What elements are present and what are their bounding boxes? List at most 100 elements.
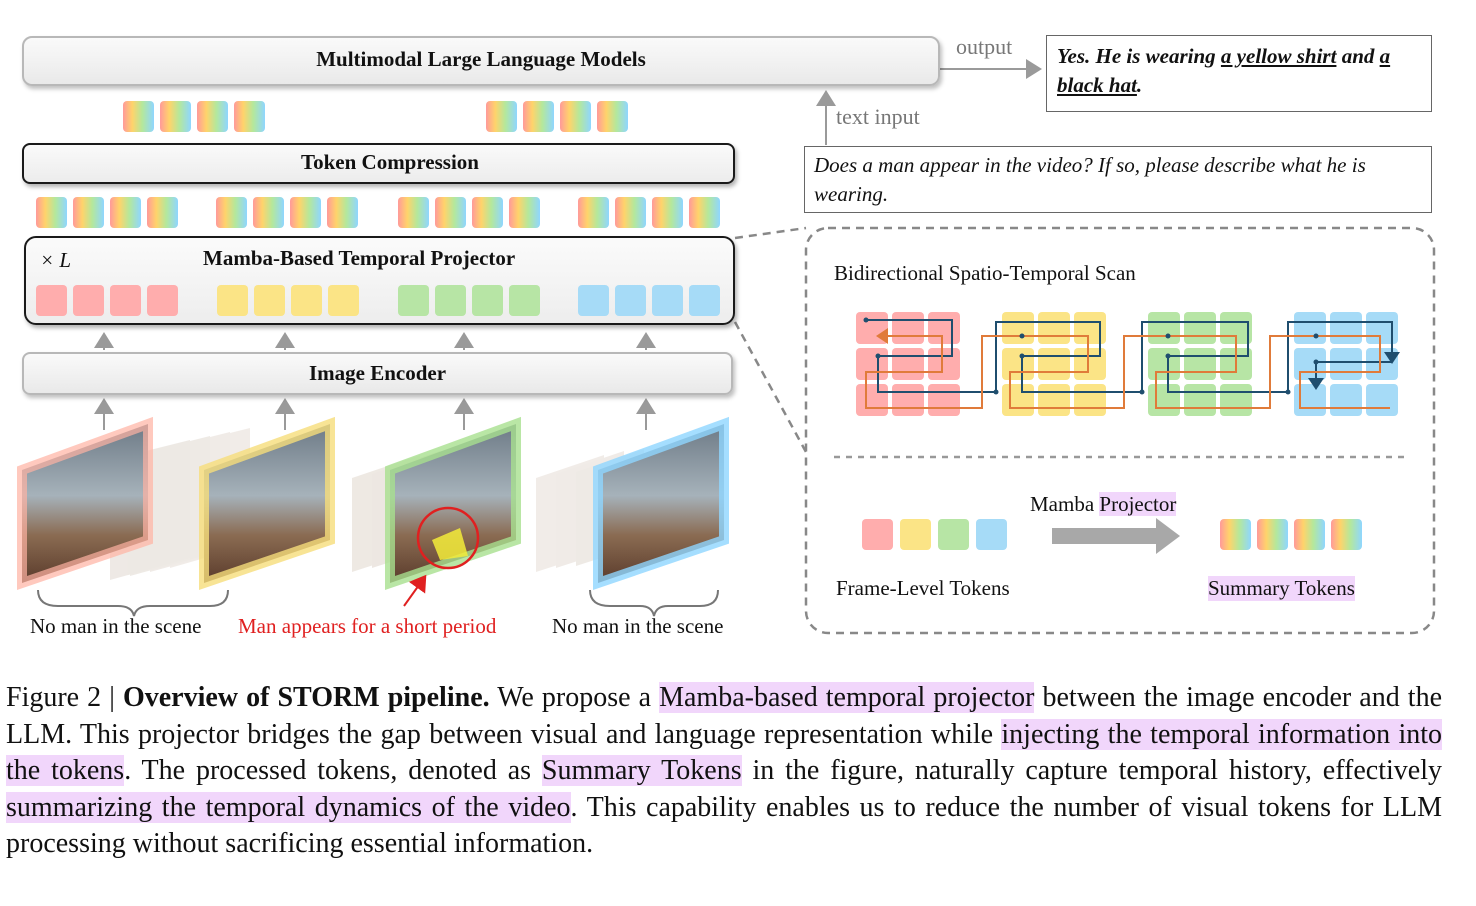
- caption-text-1: We propose a: [489, 682, 660, 713]
- answer-yellow-shirt: a yellow shirt: [1220, 44, 1337, 68]
- legend-summary-token: [1220, 519, 1251, 550]
- brace-left: [37, 589, 229, 617]
- scan-token-cell: [1038, 348, 1070, 380]
- legend-summary-token: [1294, 519, 1325, 550]
- frame-token: [110, 285, 141, 316]
- man-pointer-arrow: [403, 574, 427, 607]
- frame-stack-right: [536, 416, 729, 590]
- scan-title: Bidirectional Spatio-Temporal Scan: [834, 261, 1136, 285]
- no-man-left-label: No man in the scene: [30, 614, 202, 638]
- frame-token: [328, 285, 359, 316]
- answer-box: Yes. He is wearing a yellow shirt and a …: [1046, 35, 1432, 112]
- caption-text-5: . This capability enables us to reduce t…: [6, 791, 1443, 860]
- scan-token-cell: [1074, 384, 1106, 416]
- output-label: output: [956, 34, 1013, 59]
- legend-frame-token: [976, 519, 1007, 550]
- frame-token: [472, 285, 503, 316]
- frame-stack-middle: [352, 416, 521, 607]
- summary-token: [509, 197, 540, 228]
- scan-token-cell: [1002, 312, 1034, 344]
- projector-word: Projector: [1099, 492, 1177, 516]
- scan-token-cell: [1294, 348, 1326, 380]
- mamba-word: Mamba: [1030, 492, 1095, 516]
- summary-token: [147, 197, 178, 228]
- scan-token-cell: [1330, 312, 1362, 344]
- scan-dot: [1165, 353, 1171, 359]
- token-compression-box: [22, 143, 735, 184]
- brace-right: [589, 589, 719, 617]
- figure-caption: Figure 2 | Overview of STORM pipeline. W…: [6, 680, 1442, 863]
- scan-dot: [863, 317, 869, 323]
- frame-token: [254, 285, 285, 316]
- caption-title: Overview of STORM pipeline.: [122, 682, 490, 713]
- scan-token-cell: [928, 348, 960, 380]
- scan-token-cell: [1148, 348, 1180, 380]
- scan-token-cell: [1002, 384, 1034, 416]
- caption-highlight-4: summarizing the temporal dynamics of the…: [6, 791, 571, 823]
- scan-token-cell: [1330, 348, 1362, 380]
- legend-frame-token: [862, 519, 893, 550]
- scan-token-cell: [1294, 384, 1326, 416]
- summary-token: [435, 197, 466, 228]
- summary-token: [652, 197, 683, 228]
- frame-token: [615, 285, 646, 316]
- scan-token-cell: [1366, 348, 1398, 380]
- summary-token: [327, 197, 358, 228]
- summary-token: [472, 197, 503, 228]
- compressed-token: [560, 101, 591, 132]
- caption-text-2: between the image encoder and the LLM. T…: [6, 682, 1443, 750]
- scan-path-backward: [865, 328, 1390, 409]
- image-encoder-label: Image Encoder: [308, 361, 447, 385]
- mamba-projector-label: Mamba Projector: [1030, 492, 1177, 517]
- frame-token: [689, 285, 720, 316]
- frame-token: [73, 285, 104, 316]
- compressed-token: [486, 101, 517, 132]
- no-man-right-label: No man in the scene: [552, 614, 724, 638]
- frame-token: [652, 285, 683, 316]
- compressed-token: [523, 101, 554, 132]
- scan-token-cell: [856, 312, 888, 344]
- compressed-token: [197, 101, 228, 132]
- frame-token: [509, 285, 540, 316]
- scan-token-cell: [1330, 384, 1362, 416]
- storm-pipeline-diagram: Multimodal Large Language Models output …: [17, 34, 1436, 638]
- summary-token: [398, 197, 429, 228]
- compressed-token: [160, 101, 191, 132]
- summary-tokens-label: Summary Tokens: [1208, 576, 1355, 601]
- scan-dot: [875, 353, 881, 359]
- scan-token-cell: [1184, 348, 1216, 380]
- scan-dot: [1313, 359, 1319, 365]
- token-compression-label: Token Compression: [301, 150, 479, 174]
- projector-times-l: × L: [40, 248, 72, 272]
- compressed-token: [597, 101, 628, 132]
- scan-token-cell: [1002, 348, 1034, 380]
- caption-highlight-1: Mamba-based temporal projector: [659, 682, 1035, 713]
- summary-token: [615, 197, 646, 228]
- scan-token-cell: [928, 312, 960, 344]
- summary-token: [110, 197, 141, 228]
- scan-panel-border: [804, 226, 1436, 635]
- summary-token: [290, 197, 321, 228]
- man-appears-label: Man appears for a short period: [238, 614, 497, 638]
- scan-token-cell: [1366, 312, 1398, 344]
- man-highlight-circle: [416, 506, 480, 570]
- llm-box-label: Multimodal Large Language Models: [316, 47, 646, 71]
- scan-token-cell: [1074, 312, 1106, 344]
- summary-token: [253, 197, 284, 228]
- scan-token-cell: [1184, 384, 1216, 416]
- scan-token-cell: [1366, 384, 1398, 416]
- scan-dot: [1285, 389, 1291, 395]
- scan-token-cell: [1148, 312, 1180, 344]
- frame-token: [147, 285, 178, 316]
- llm-box: [22, 36, 940, 86]
- summary-token: [689, 197, 720, 228]
- frame-token: [291, 285, 322, 316]
- question-text: Does a man appear in the video? If so, p…: [814, 153, 1366, 206]
- frame-token: [36, 285, 67, 316]
- frame-token: [217, 285, 248, 316]
- scan-dot: [1313, 333, 1319, 339]
- summary-token: [216, 197, 247, 228]
- answer-black-hat: a black hat: [1057, 44, 1391, 97]
- scan-dot: [993, 389, 999, 395]
- question-box: Does a man appear in the video? If so, p…: [804, 146, 1432, 213]
